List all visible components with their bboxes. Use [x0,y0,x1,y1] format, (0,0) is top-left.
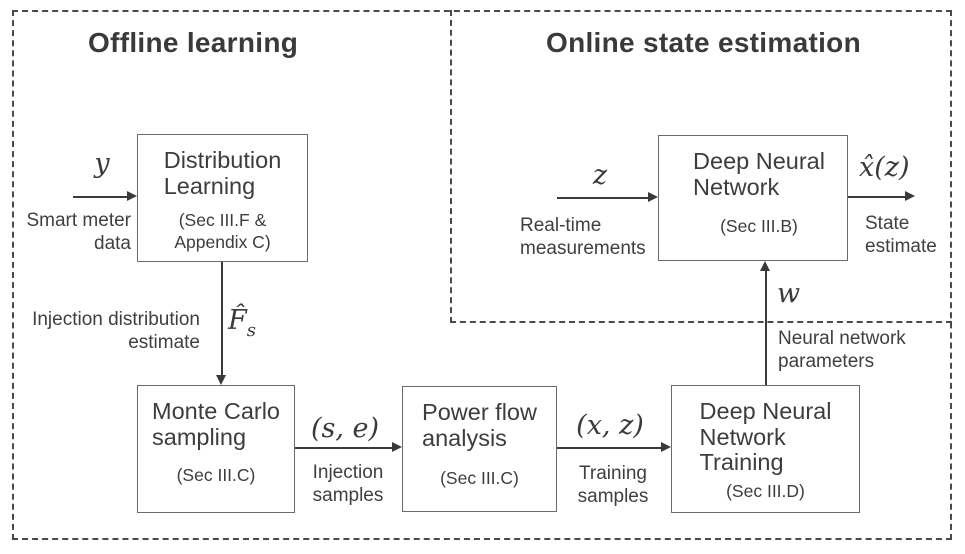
online-estimation-title: Online state estimation [546,27,861,58]
injection-distribution-label: Injection distribution estimate [32,309,200,353]
w-arrow-line [765,270,767,385]
power-flow-node: Power flow analysis (Sec III.C) [402,386,557,512]
z-arrow-line [557,197,648,199]
symbol-se: (s, e) [310,413,380,444]
symbol-xz: (x, z) [576,410,644,441]
monte-carlo-section: (Sec III.C) [176,465,256,485]
online-estimation-dashed-frame [450,10,952,323]
z-arrowhead [648,192,658,202]
power-flow-name: Power flow analysis [422,399,537,451]
fs-arrow-line [221,262,223,376]
dnn-name: Deep Neural Network [693,148,825,200]
xz-arrowhead [661,442,671,452]
smart-meter-label: Smart meter data [26,210,131,254]
monte-carlo-name: Monte Carlo sampling [152,398,280,450]
xz-arrow-line [557,447,662,449]
dnn-training-section: (Sec III.D) [726,481,805,501]
distribution-learning-name: Distribution Learning [163,147,282,199]
dnn-training-node: Deep Neural Network Training (Sec III.D) [671,385,860,513]
xhat-arrow-line [848,196,906,198]
training-samples-label: Training samples [577,463,649,507]
dnn-node: Deep Neural Network (Sec III.B) [658,135,848,261]
symbol-w: w [777,278,801,309]
symbol-y: y [94,148,110,179]
symbol-fs: F̂s [228,305,256,341]
monte-carlo-node: Monte Carlo sampling (Sec III.C) [137,385,295,513]
distribution-learning-section: (Sec III.F & Appendix C) [174,210,271,252]
smart-meter-arrow-line [73,196,128,198]
symbol-fs-main: F̂ [228,305,247,336]
distribution-learning-node: Distribution Learning (Sec III.F & Appen… [137,134,308,262]
dnn-training-name: Deep Neural Network Training [699,398,832,475]
symbol-fs-subscript: s [246,320,256,341]
state-estimate-label: State estimate [865,213,937,257]
xhat-arrowhead [905,191,915,201]
symbol-xhat: x̂(z) [859,152,910,183]
offline-learning-title: Offline learning [88,27,299,58]
offline-learning-dashed-frame [12,10,952,540]
se-arrowhead [392,442,402,452]
realtime-measurements-label: Real-time measurements [520,215,646,259]
fs-arrowhead [216,375,226,385]
se-arrow-line [295,447,393,449]
nn-parameters-label: Neural network parameters [778,328,906,372]
injection-samples-label: Injection samples [312,462,384,506]
power-flow-section: (Sec III.C) [440,468,519,488]
dnn-section: (Sec III.B) [720,216,798,236]
symbol-z: z [592,160,608,191]
smart-meter-arrowhead [127,191,137,201]
w-arrowhead [760,261,770,271]
